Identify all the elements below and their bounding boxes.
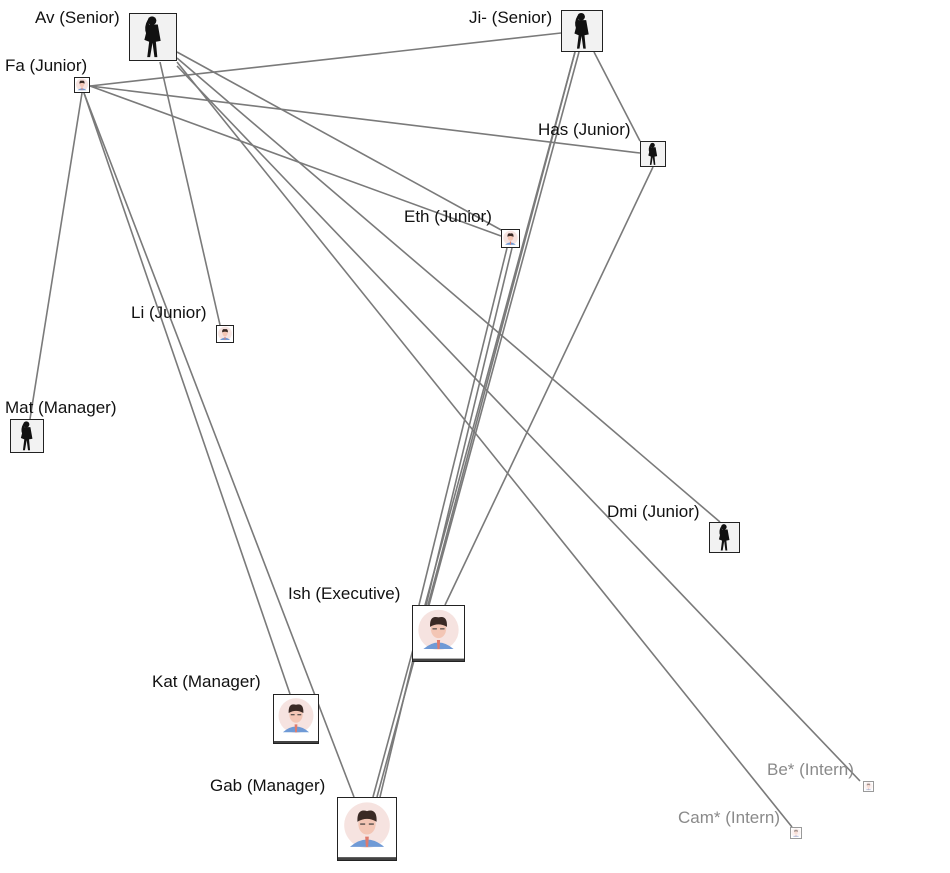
node-label: Be* (Intern)	[767, 760, 854, 779]
node-frame	[640, 141, 666, 167]
node-li[interactable]: Li (Junior)	[131, 303, 234, 343]
node-frame	[709, 522, 740, 553]
node-frame	[10, 419, 44, 453]
edge-fa-ji	[89, 32, 562, 87]
node-frame	[337, 797, 397, 861]
edges-layer	[29, 32, 861, 828]
node-av[interactable]: Av (Senior)	[35, 8, 177, 61]
node-label: Gab (Manager)	[210, 776, 325, 795]
node-frame	[501, 229, 520, 248]
edge-av-li	[159, 61, 221, 326]
edge-fa-has	[89, 85, 641, 154]
node-frame	[216, 325, 234, 343]
node-label: Cam* (Intern)	[678, 808, 780, 827]
node-cam[interactable]: Cam* (Intern)	[678, 808, 802, 839]
person-avatar-icon	[864, 781, 873, 791]
edge-fa-eth	[89, 85, 502, 237]
person-avatar-icon	[791, 828, 801, 838]
person-avatar-icon	[75, 78, 89, 91]
node-kat[interactable]: Kat (Manager)	[152, 672, 319, 744]
node-frame	[273, 694, 319, 744]
node-ji[interactable]: Ji- (Senior)	[469, 8, 603, 52]
person-avatar-icon	[218, 326, 232, 341]
node-frame	[863, 781, 874, 792]
person-silhouette-icon	[709, 522, 740, 553]
edge-ji-gab	[372, 51, 576, 798]
node-fa[interactable]: Fa (Junior)	[5, 56, 90, 93]
edge-fa-gab	[83, 92, 355, 798]
node-ish[interactable]: Ish (Executive)	[288, 584, 465, 662]
node-label: Li (Junior)	[131, 303, 207, 322]
node-label: Ji- (Senior)	[469, 8, 552, 27]
node-frame	[412, 605, 465, 662]
node-dmi[interactable]: Dmi (Junior)	[607, 502, 740, 553]
node-be[interactable]: Be* (Intern)	[767, 760, 874, 792]
edge-av-cam	[176, 61, 793, 828]
node-mat[interactable]: Mat (Manager)	[5, 398, 116, 453]
person-avatar-icon	[412, 609, 465, 662]
node-gab[interactable]: Gab (Manager)	[210, 776, 397, 861]
person-silhouette-icon	[640, 141, 666, 167]
node-label: Dmi (Junior)	[607, 502, 700, 521]
edge-eth-ish	[418, 247, 508, 606]
node-frame	[790, 827, 802, 839]
node-frame	[129, 13, 177, 61]
node-label: Ish (Executive)	[288, 584, 400, 603]
node-has[interactable]: Has (Junior)	[538, 120, 666, 167]
edge-av-dmi	[176, 57, 721, 523]
node-label: Av (Senior)	[35, 8, 120, 27]
nodes-layer: Av (Senior) Ji- (Senior) Fa (Junior) Has (J…	[5, 8, 874, 861]
person-avatar-icon	[273, 698, 319, 744]
edge-fa-mat	[29, 92, 83, 420]
node-label: Fa (Junior)	[5, 56, 87, 75]
node-label: Mat (Manager)	[5, 398, 116, 417]
node-label: Kat (Manager)	[152, 672, 261, 691]
node-label: Eth (Junior)	[404, 207, 492, 226]
person-silhouette-icon	[10, 419, 44, 453]
person-silhouette-icon	[129, 13, 177, 61]
person-avatar-icon	[337, 802, 397, 861]
person-silhouette-icon	[561, 10, 603, 52]
node-frame	[74, 77, 90, 93]
edge-ji-has	[593, 51, 641, 142]
node-eth[interactable]: Eth (Junior)	[404, 207, 520, 248]
node-label: Has (Junior)	[538, 120, 631, 139]
edge-fa-kat	[83, 92, 291, 695]
edge-eth-gab	[379, 247, 513, 798]
person-avatar-icon	[503, 230, 518, 246]
edge-av-be	[176, 65, 861, 782]
node-frame	[561, 10, 603, 52]
edge-av-eth	[176, 51, 504, 232]
edge-has-gab	[444, 166, 654, 606]
